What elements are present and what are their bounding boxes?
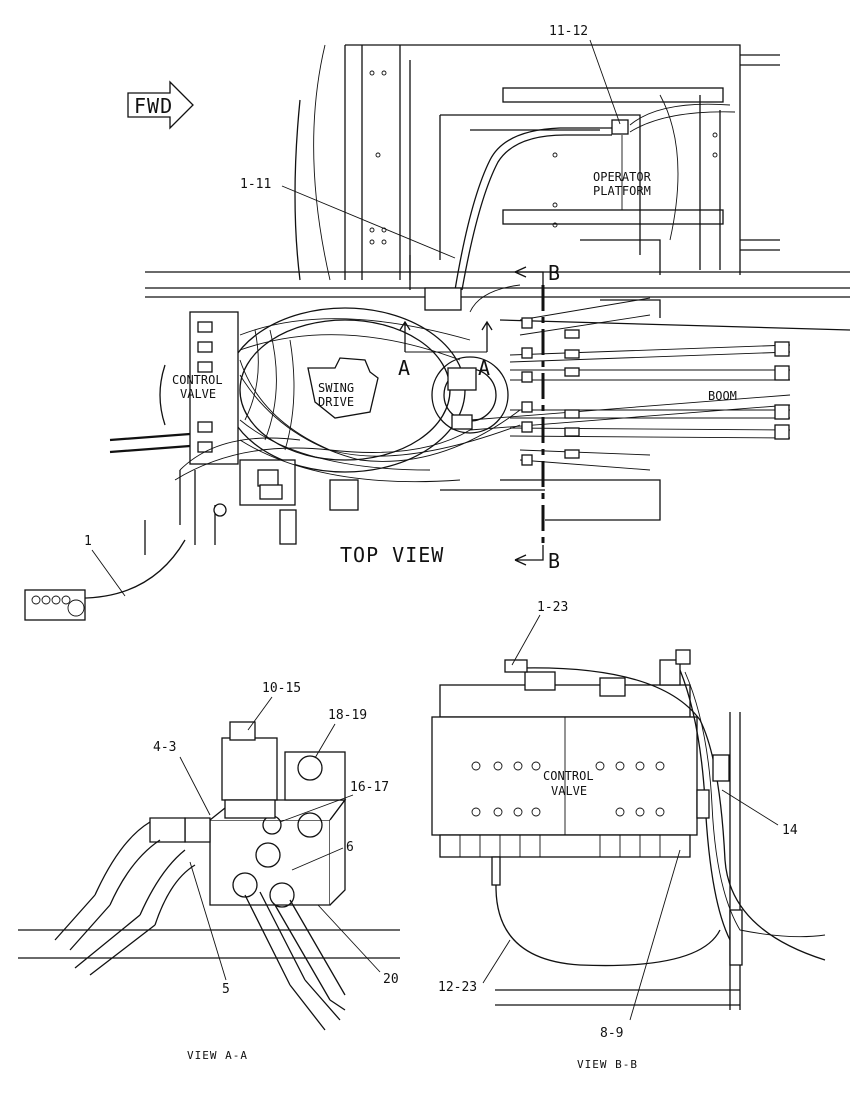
swing-drive-label-1: SWING	[318, 381, 354, 395]
section-a-right: A	[478, 356, 491, 380]
valve-ports	[471, 761, 665, 817]
swing-drive-label-2: DRIVE	[318, 395, 354, 409]
bolt-holes	[369, 70, 718, 245]
view-b-b: CONTROL VALVE 1-23 14 12-23 8-9 VIEW B-B	[431, 600, 826, 1071]
callout-12-23: 12-23	[438, 980, 477, 995]
hoses-top	[174, 103, 791, 517]
view-a-a: 10-15 18-19 4-3 16-17 6 5 20 VIEW A-A	[18, 681, 400, 1062]
callout-1-11: 1-11	[240, 177, 271, 192]
callout-16-17: 16-17	[350, 780, 389, 795]
control-valve-b-label-2: VALVE	[551, 784, 587, 798]
fwd-label: FWD	[134, 94, 173, 118]
callout-1: 1	[84, 534, 92, 549]
control-valve-label-2: VALVE	[180, 387, 216, 401]
callout-6: 6	[346, 840, 354, 855]
connector-plug	[24, 589, 86, 621]
callout-18-19: 18-19	[328, 708, 367, 723]
callout-1-23: 1-23	[537, 600, 568, 615]
section-a-left: A	[398, 356, 411, 380]
callout-20: 20	[383, 972, 399, 987]
section-b-bottom: B	[548, 549, 561, 573]
callout-5: 5	[222, 982, 230, 997]
section-b-top: B	[548, 261, 561, 285]
top-view: FWD	[24, 24, 850, 621]
view-b-caption: VIEW B-B	[577, 1058, 638, 1071]
callout-4-3: 4-3	[153, 740, 176, 755]
control-valve-b-label-1: CONTROL	[543, 769, 594, 783]
view-a-caption: VIEW A-A	[187, 1049, 248, 1062]
boom-label: BOOM	[708, 389, 737, 403]
top-view-caption: TOP VIEW	[340, 543, 444, 567]
section-markers: B B A A	[398, 261, 561, 573]
swing-drive: SWING DRIVE	[224, 307, 509, 473]
upper-frame	[294, 44, 780, 290]
callout-14: 14	[782, 823, 798, 838]
callout-11-12: 11-12	[549, 24, 588, 39]
callout-8-9: 8-9	[600, 1026, 623, 1041]
main-rails	[145, 271, 850, 521]
callout-10-15: 10-15	[262, 681, 301, 696]
fwd-arrow: FWD	[127, 80, 194, 130]
control-valve-label-1: CONTROL	[172, 373, 223, 387]
control-valve-top: CONTROL VALVE	[109, 311, 359, 555]
